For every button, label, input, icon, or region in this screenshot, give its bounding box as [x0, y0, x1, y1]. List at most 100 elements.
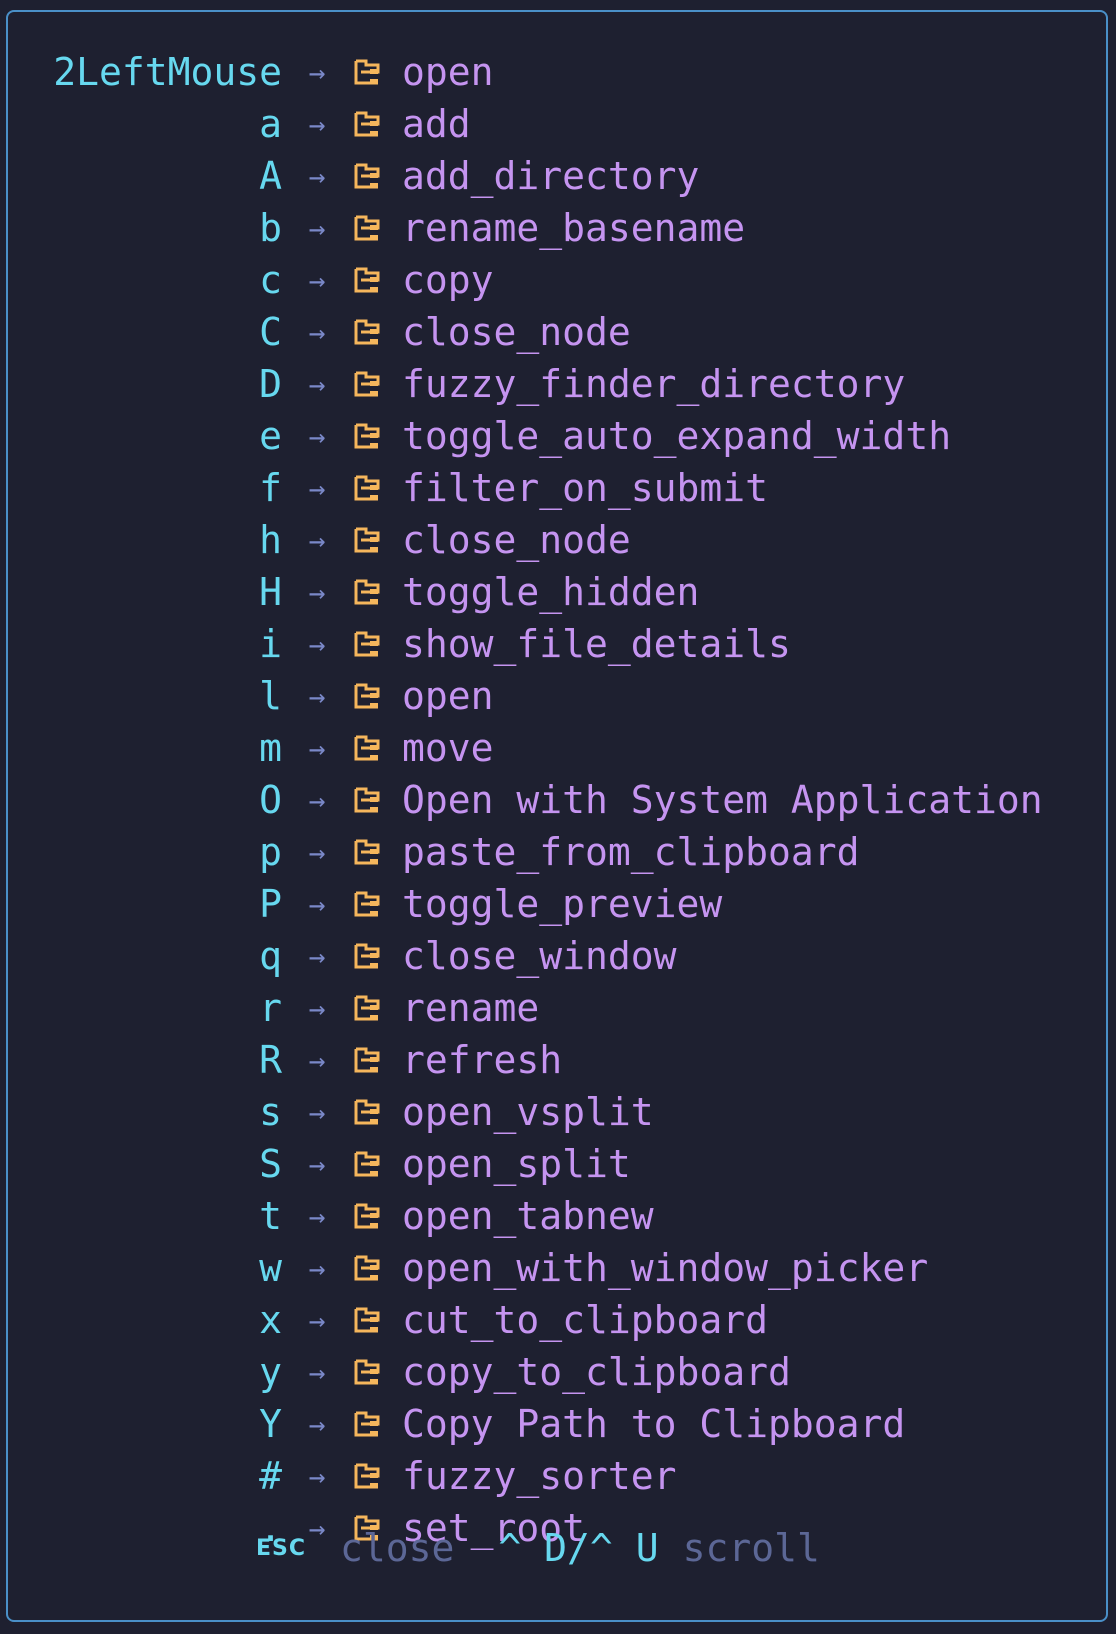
keymap-action: toggle_hidden	[402, 570, 700, 614]
arrow-right-icon: →	[308, 1095, 326, 1129]
scroll-key-hint[interactable]: ^ D/^ U	[498, 1526, 659, 1570]
keymap-key: A	[259, 154, 282, 198]
keymap-row[interactable]: a→add	[8, 98, 1106, 150]
tree-icon	[352, 1242, 394, 1294]
arrow-right-icon: →	[308, 939, 326, 973]
arrow-right-icon: →	[308, 1407, 326, 1441]
keymap-row[interactable]: R→refresh	[8, 1034, 1106, 1086]
keymap-row[interactable]: c→copy	[8, 254, 1106, 306]
tree-icon	[352, 1398, 394, 1450]
keymap-row[interactable]: w→open_with_window_picker	[8, 1242, 1106, 1294]
keymap-key: H	[259, 570, 282, 614]
keymap-row[interactable]: C → close_node	[8, 306, 1106, 358]
keymap-key: h	[259, 518, 282, 562]
keymap-row[interactable]: e→toggle_auto_expand_width	[8, 410, 1106, 462]
keymap-row[interactable]: .→set_root	[8, 1502, 1106, 1554]
arrow-right-icon: →	[308, 159, 326, 193]
keymap-row[interactable]: r → rename	[8, 982, 1106, 1034]
tree-icon	[352, 566, 394, 618]
keymap-key: q	[259, 934, 282, 978]
keymap-key: R	[259, 1038, 282, 1082]
keymap-row[interactable]: s → open_vsplit	[8, 1086, 1106, 1138]
keymap-action: open	[402, 674, 494, 718]
keymap-key: i	[259, 622, 282, 666]
keymap-row[interactable]: p→paste_from_clipboard	[8, 826, 1106, 878]
keymap-action: close_window	[402, 934, 677, 978]
keymap-row[interactable]: q → close_window	[8, 930, 1106, 982]
tree-icon	[352, 358, 394, 410]
keymap-action: close_node	[402, 310, 631, 354]
keymap-row[interactable]: i → show_file_details	[8, 618, 1106, 670]
keymap-key: C	[259, 310, 282, 354]
arrow-right-icon: →	[308, 1303, 326, 1337]
tree-icon	[352, 878, 394, 930]
tree-icon	[352, 774, 394, 826]
keymap-action: add	[402, 102, 471, 146]
keymap-key: .	[259, 1506, 282, 1550]
keymap-row[interactable]: P→toggle_preview	[8, 878, 1106, 930]
keymap-row[interactable]: H → toggle_hidden	[8, 566, 1106, 618]
arrow-right-icon: →	[308, 783, 326, 817]
keymap-action: Open with System Application	[402, 778, 1043, 822]
help-footer: ESC close ^ D/^ U scroll	[8, 1522, 1106, 1574]
keymap-key: r	[259, 986, 282, 1030]
keymap-row[interactable]: y→copy_to_clipboard	[8, 1346, 1106, 1398]
keymap-key: c	[259, 258, 282, 302]
keymap-action: fuzzy_sorter	[402, 1454, 677, 1498]
tree-icon	[352, 1034, 394, 1086]
tree-icon	[352, 1138, 394, 1190]
arrow-right-icon: →	[308, 1355, 326, 1389]
tree-icon	[352, 1294, 394, 1346]
esc-key-hint[interactable]: ESC	[256, 1535, 307, 1561]
keymap-row[interactable]: m→move	[8, 722, 1106, 774]
tree-icon	[352, 826, 394, 878]
keymap-key: #	[259, 1454, 282, 1498]
tree-icon	[352, 930, 394, 982]
arrow-right-icon: →	[308, 1043, 326, 1077]
keymap-action: show_file_details	[402, 622, 791, 666]
keymap-action: fuzzy_finder_directory	[402, 362, 906, 406]
keymap-row[interactable]: t→open_tabnew	[8, 1190, 1106, 1242]
scroll-label: scroll	[682, 1526, 820, 1570]
keymap-action: add_directory	[402, 154, 700, 198]
keymap-row[interactable]: S→open_split	[8, 1138, 1106, 1190]
arrow-right-icon: →	[308, 679, 326, 713]
keymap-key: a	[259, 102, 282, 146]
arrow-right-icon: →	[308, 991, 326, 1025]
keymap-action: copy_to_clipboard	[402, 1350, 791, 1394]
tree-icon	[352, 1086, 394, 1138]
keymap-action: close_node	[402, 518, 631, 562]
keymap-action: open	[402, 50, 494, 94]
keymap-row[interactable]: l→open	[8, 670, 1106, 722]
keymap-action: filter_on_submit	[402, 466, 769, 510]
keymap-key: O	[259, 778, 282, 822]
arrow-right-icon: →	[308, 419, 326, 453]
keymap-row[interactable]: f→filter_on_submit	[8, 462, 1106, 514]
keymap-key: b	[259, 206, 282, 250]
keymap-row[interactable]: D→fuzzy_finder_directory	[8, 358, 1106, 410]
keymap-row[interactable]: Y→Copy Path to Clipboard	[8, 1398, 1106, 1450]
keymap-row[interactable]: #→fuzzy_sorter	[8, 1450, 1106, 1502]
keymap-row[interactable]: h→close_node	[8, 514, 1106, 566]
keymap-action: rename	[402, 986, 540, 1030]
arrow-right-icon: →	[308, 627, 326, 661]
arrow-right-icon: →	[308, 315, 326, 349]
keymap-row[interactable]: x→cut_to_clipboard	[8, 1294, 1106, 1346]
keymap-row[interactable]: A → add_directory	[8, 150, 1106, 202]
tree-icon	[352, 410, 394, 462]
keymap-key: f	[259, 466, 282, 510]
keymap-row[interactable]: b→rename_basename	[8, 202, 1106, 254]
keymap-action: open_vsplit	[402, 1090, 654, 1134]
keymap-row[interactable]: 2LeftMouse→open	[8, 46, 1106, 98]
tree-icon	[352, 202, 394, 254]
tree-icon	[352, 150, 394, 202]
tree-icon	[352, 462, 394, 514]
keymap-key: s	[259, 1090, 282, 1134]
keymap-row[interactable]: O → Open with System Application	[8, 774, 1106, 826]
keymap-action: copy	[402, 258, 494, 302]
arrow-right-icon: →	[308, 887, 326, 921]
keymap-action: move	[402, 726, 494, 770]
arrow-right-icon: →	[308, 211, 326, 245]
arrow-right-icon: →	[308, 575, 326, 609]
